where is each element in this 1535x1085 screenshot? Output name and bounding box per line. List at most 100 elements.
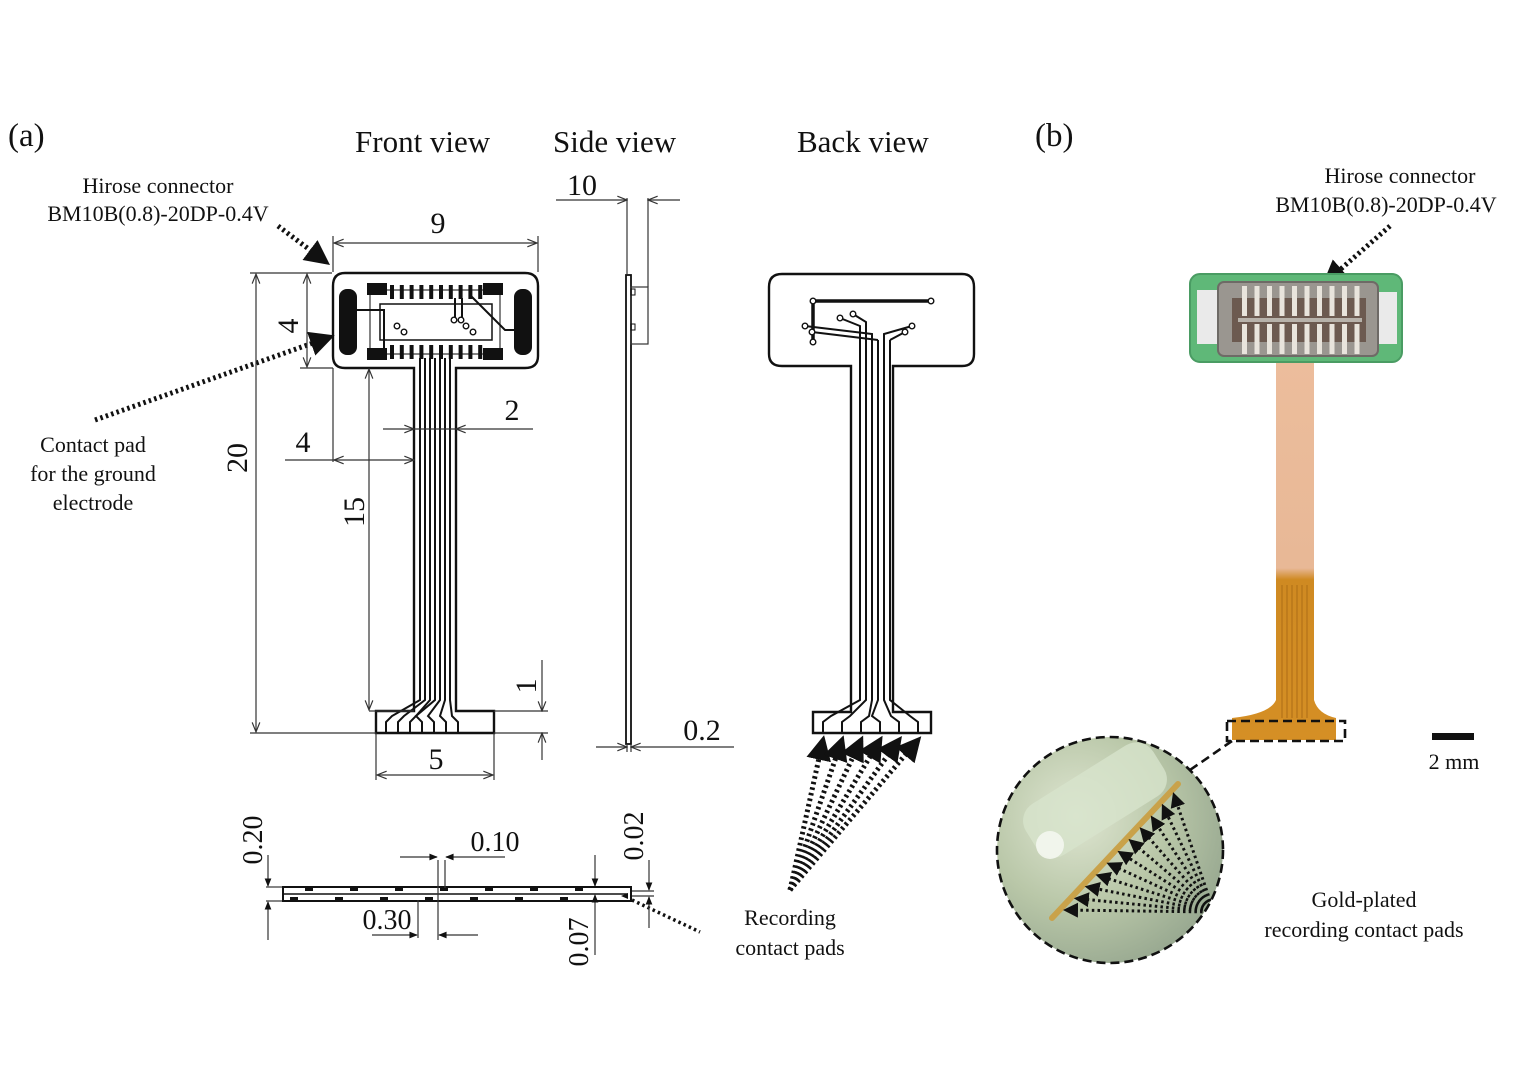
photo-pin [1242, 324, 1247, 354]
ground-pad-label: Contact pad for the ground electrode [30, 432, 156, 515]
connector-pointer-arrow-b [1322, 224, 1392, 286]
shank-trace [414, 358, 436, 733]
photo-pin [1254, 324, 1260, 354]
side-view-title: Side view [553, 124, 677, 159]
photo-pin [1242, 286, 1247, 316]
gold-pad-arrow [1139, 827, 1216, 913]
dim-pad-thickness: 0.02 [619, 812, 650, 861]
ground-label-line2: for the ground [30, 461, 156, 486]
gold-pad-arrow [1063, 902, 1215, 918]
photo-pin [1342, 286, 1347, 316]
photo-pin [1279, 324, 1285, 354]
connector-pin [448, 345, 453, 359]
photo-pin [1342, 324, 1347, 354]
connector-pin [399, 345, 404, 359]
connector-pin [419, 345, 424, 359]
gold-label-line1: Gold-plated [1311, 887, 1416, 912]
connector-pin [439, 345, 443, 359]
recording-pad-pointers [787, 735, 922, 892]
photo-pin [1354, 324, 1360, 354]
recording-label-line2: contact pads [735, 935, 844, 960]
connector-pin [468, 345, 473, 359]
connector-label-a-line1: Hirose connector [83, 173, 235, 198]
gold-pad-arrow [1117, 850, 1215, 914]
gold-pad-arrow [1128, 839, 1215, 914]
connector-pin [409, 285, 414, 299]
side-view-drawing: 10 0.2 [556, 169, 734, 752]
panel-a-label: (a) [8, 118, 45, 154]
gold-pad-arrow [1106, 862, 1215, 914]
shank-trace [385, 358, 421, 733]
shank-trace [397, 358, 426, 733]
gold-pad-strip [1049, 781, 1181, 921]
back-trace [822, 340, 861, 733]
shank-trace [438, 358, 447, 733]
photo-pin [1329, 324, 1335, 354]
back-trace [841, 340, 867, 733]
back-trace [883, 340, 900, 733]
photo-pin [1254, 286, 1260, 316]
flex-cable [1232, 358, 1336, 740]
connector-pin [419, 285, 424, 299]
dim-connector-height: 10 [567, 169, 597, 202]
dim-pad-pitch: 0.30 [363, 905, 412, 936]
back-view-title: Back view [797, 124, 929, 159]
back-trace [860, 340, 873, 733]
back-view-drawing [767, 272, 976, 735]
connector-pin [458, 345, 463, 359]
ground-label-line1: Contact pad [40, 432, 146, 457]
dim-head-height: 4 [272, 319, 305, 334]
zoom-region-box [1225, 719, 1347, 743]
connector-pin [429, 345, 434, 359]
dim-cross-thickness: 0.20 [238, 816, 269, 865]
gold-pad-arrow [1150, 815, 1216, 913]
connector-pin [458, 285, 463, 299]
photo-pin [1267, 324, 1272, 354]
photo-pin [1267, 286, 1272, 316]
back-trace [870, 340, 881, 733]
connector-label-b-line1: Hirose connector [1325, 163, 1477, 188]
front-view-drawing [331, 271, 540, 735]
gold-pads-label: Gold-plated recording contact pads [1264, 887, 1463, 942]
dim-shank-width: 2 [505, 394, 520, 427]
recording-pad-arrow [787, 735, 848, 891]
connector-pointer-arrow-a [276, 224, 330, 265]
device-photo [1189, 273, 1403, 740]
shank-trace [426, 358, 441, 733]
shank-trace [449, 358, 459, 733]
photo-pin [1317, 324, 1322, 354]
connector-pin [399, 285, 404, 299]
dim-pad-width: 0.10 [471, 827, 520, 858]
gold-pad-arrow [1073, 892, 1215, 914]
photo-pin [1292, 324, 1297, 354]
dim-tip-width: 5 [429, 743, 444, 776]
recording-label-line1: Recording [744, 905, 836, 930]
ground-pad-left [339, 289, 357, 355]
dim-head-width: 9 [431, 207, 446, 240]
connector-pin [478, 285, 483, 299]
recording-pad-arrow [787, 735, 864, 892]
back-trace [889, 340, 919, 733]
ground-pointer-arrow [94, 331, 335, 423]
connector-label-b: Hirose connector BM10B(0.8)-20DP-0.4V [1275, 163, 1496, 217]
connector-pin [468, 285, 473, 299]
front-view-dimensions: 9 20 4 4 2 15 1 5 [221, 207, 548, 780]
connector-pin [448, 285, 453, 299]
gold-label-line2: recording contact pads [1264, 917, 1463, 942]
connector-label-a-line2: BM10B(0.8)-20DP-0.4V [47, 201, 268, 226]
photo-pin [1279, 286, 1285, 316]
gold-pad-arrow [1161, 803, 1216, 913]
zoom-connector-line [1189, 739, 1233, 772]
scale-bar [1432, 733, 1474, 740]
gold-pad-arrow [1084, 881, 1215, 914]
connector-pin [390, 345, 394, 359]
connector-pin [429, 285, 434, 299]
connector-pin [439, 285, 443, 299]
gold-pad-arrow [1170, 792, 1216, 913]
panel-b-label: (b) [1035, 118, 1073, 154]
ground-label-line3: electrode [53, 490, 134, 515]
dim-thickness: 0.2 [683, 714, 721, 747]
dim-layer-thickness: 0.07 [564, 918, 595, 967]
scale-bar-label: 2 mm [1429, 749, 1480, 774]
